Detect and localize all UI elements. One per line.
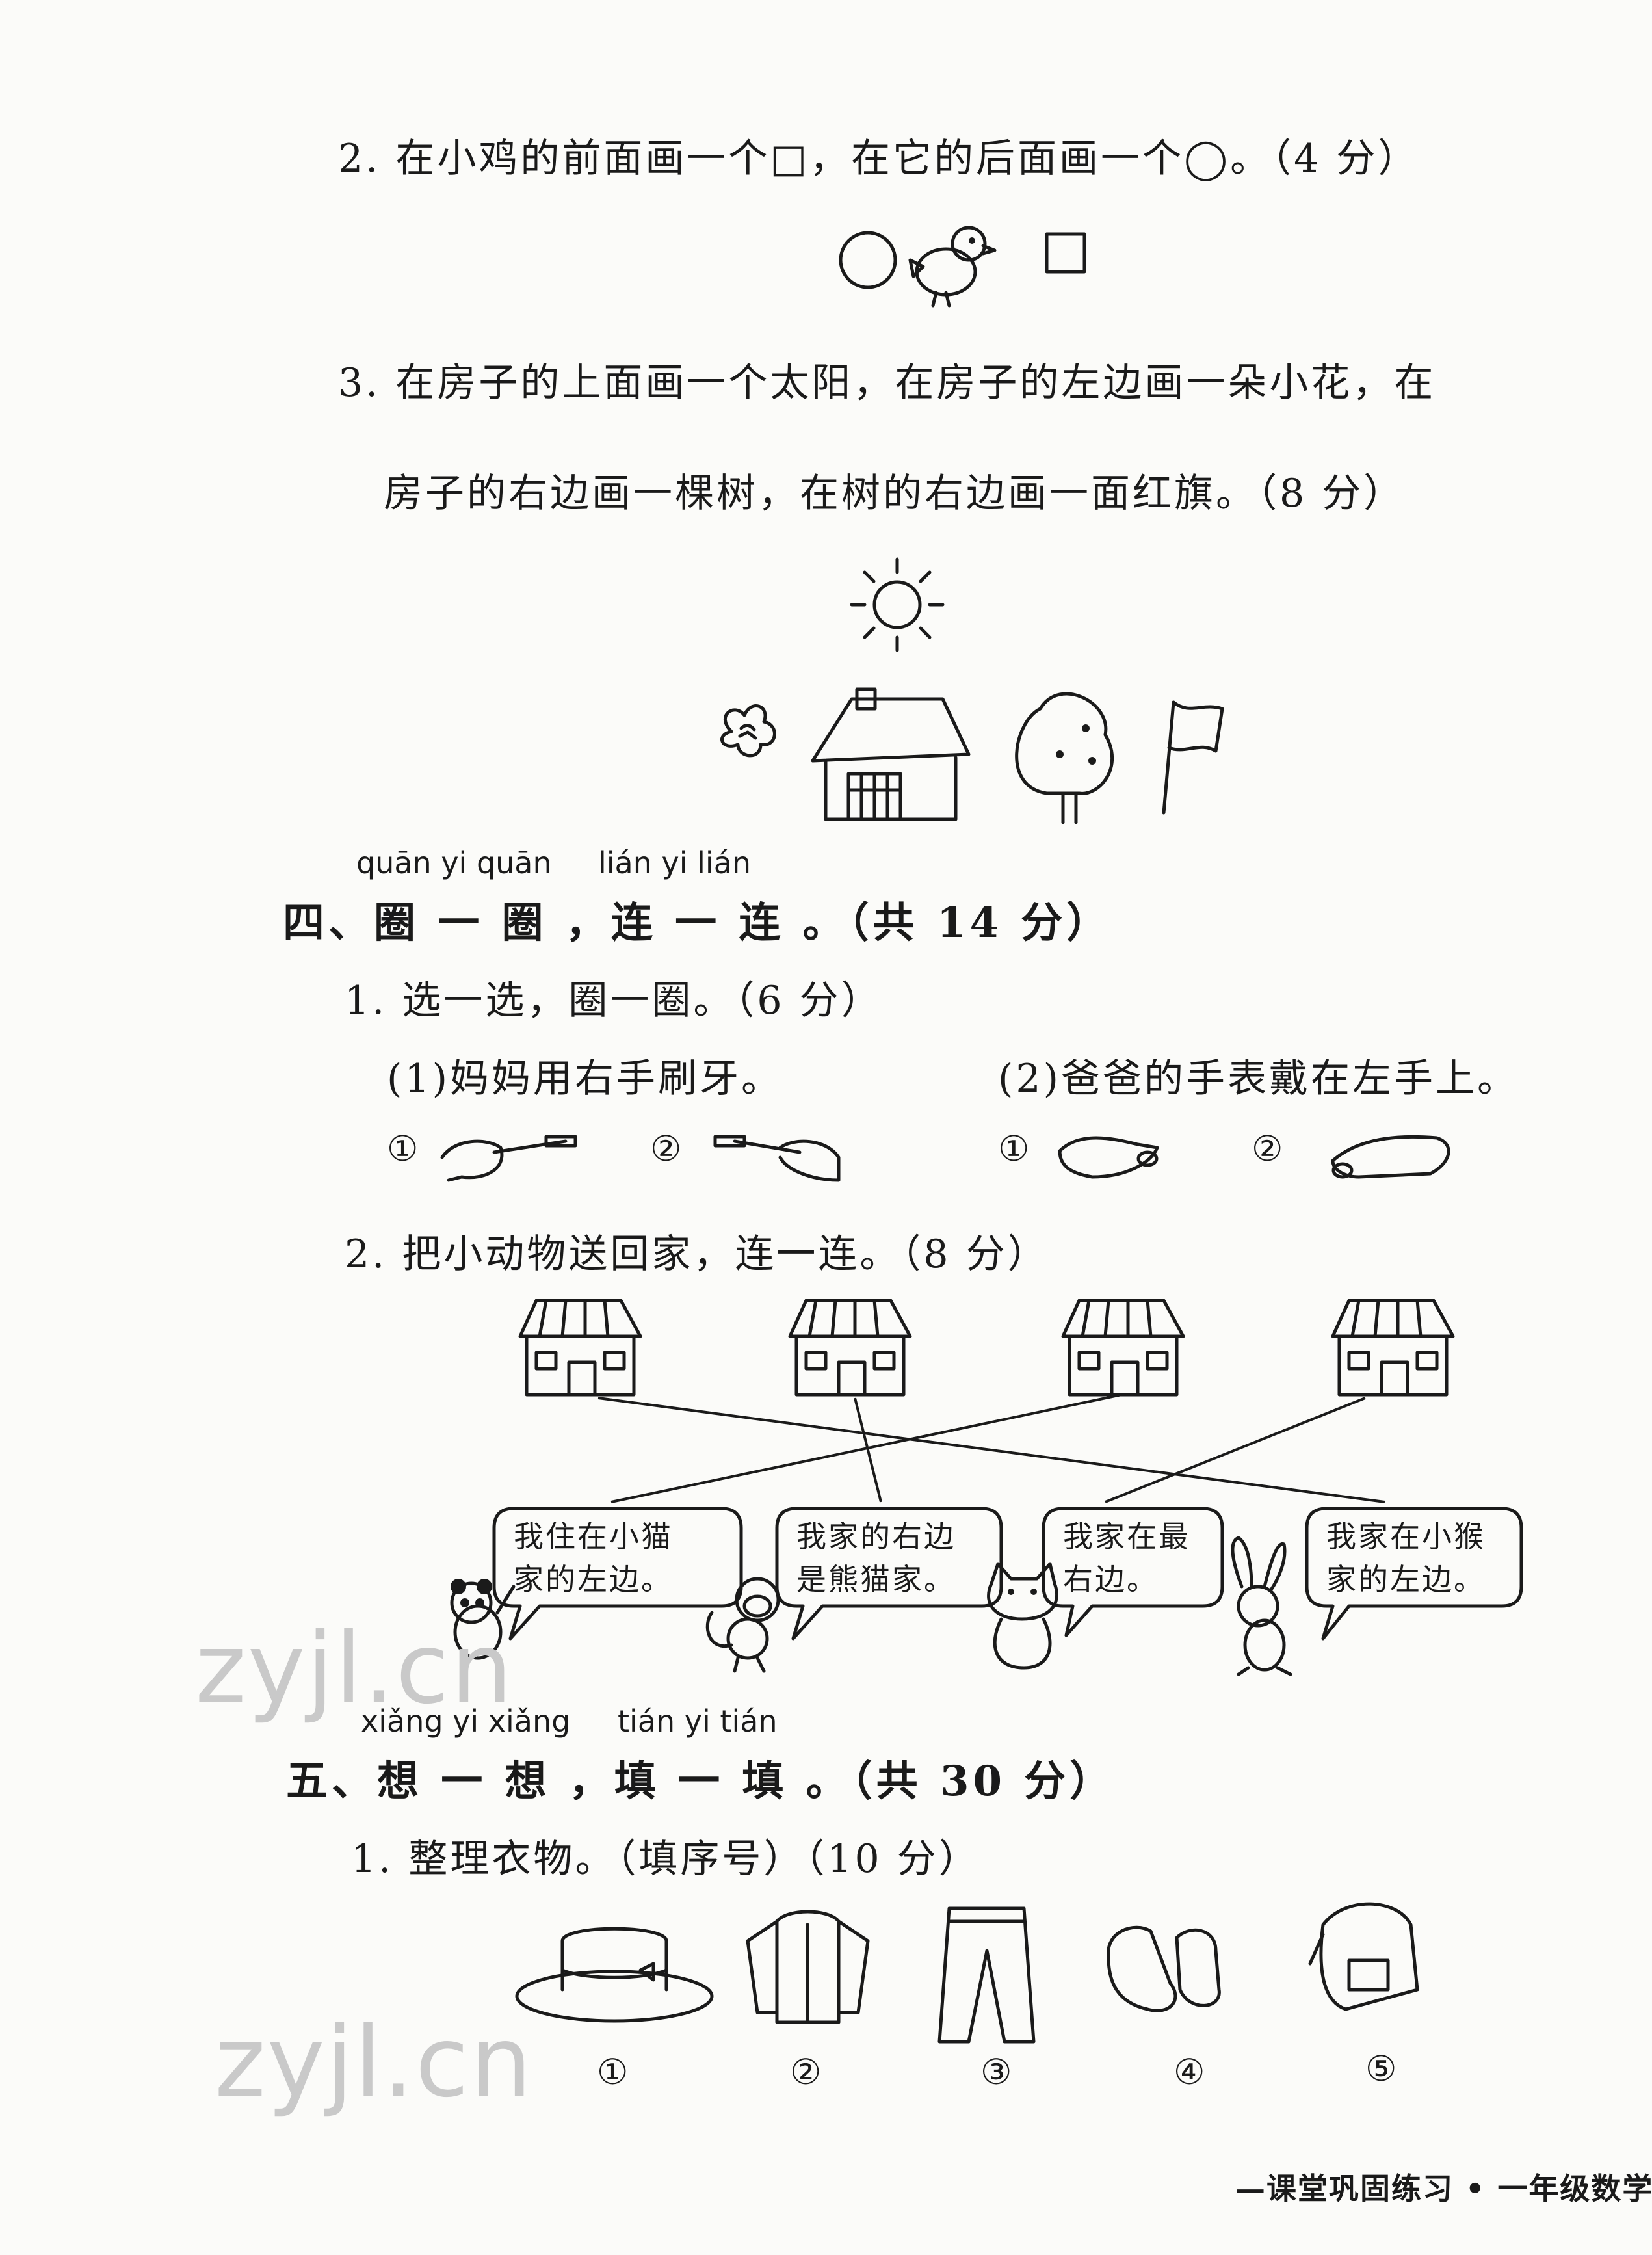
bubble-2-line2: 是熊猫家。	[796, 1562, 956, 1597]
toothbrush-right-hand-icon	[713, 1135, 841, 1182]
scene-figures	[720, 687, 1224, 824]
section4-title: 四、圈 一 圈 ，连 一 连 。（共 14 分）	[283, 899, 1112, 947]
bubble-4-line1: 我家在小猴	[1326, 1519, 1486, 1554]
option-1-left[interactable]: ①	[387, 1128, 419, 1169]
circle-shape	[839, 231, 897, 289]
section4-pinyin2: lián yi lián	[598, 845, 752, 880]
hand-figures	[440, 1135, 1450, 1182]
watermark-2: zyjl.cn	[215, 2006, 534, 2119]
s4-q1-sub2: (2)爸爸的手表戴在左手上。	[998, 1056, 1519, 1101]
sun-icon	[850, 557, 945, 652]
q2-text: 2. 在小鸡的前面画一个□，在它的后面画一个◯。（4 分）	[338, 136, 1420, 181]
shoes-icon	[1107, 1925, 1221, 2012]
toothbrush-left-hand-icon	[440, 1135, 577, 1182]
bubble-1: 我住在小猫 家的左边。	[514, 1515, 673, 1601]
bubble-3: 我家在最 右边。	[1063, 1515, 1190, 1601]
hand-watch-1-icon	[1058, 1136, 1159, 1179]
s5-q1-text: 1. 整理衣物。（填序号）（10 分）	[351, 1836, 980, 1882]
house-2-icon	[788, 1299, 912, 1397]
jacket-icon	[746, 1910, 870, 2024]
s4-q1-sub1: (1)妈妈用右手刷牙。	[387, 1056, 783, 1101]
clothing-label-3: ③	[980, 2051, 1012, 2092]
flag-icon	[1162, 700, 1224, 815]
bubble-3-line1: 我家在最	[1063, 1519, 1190, 1554]
house-icon	[811, 687, 971, 821]
hat-icon	[515, 1927, 714, 2023]
bubble-4-line2: 家的左边。	[1326, 1562, 1486, 1597]
s4-q2-text: 2. 把小动物送回家，连一连。（8 分）	[345, 1232, 1049, 1277]
pants-icon	[937, 1906, 1036, 2044]
bubble-3-line2: 右边。	[1063, 1562, 1159, 1597]
section4-pinyin1: quān yi quān	[356, 845, 552, 880]
flower-icon	[720, 704, 776, 758]
rabbit-icon	[1231, 1536, 1292, 1676]
option-2-right[interactable]: ②	[1252, 1128, 1283, 1169]
tree-icon	[1015, 692, 1114, 824]
q3-line1: 3. 在房子的上面画一个太阳，在房子的左边画一朵小花，在	[338, 360, 1436, 406]
q3-line2: 房子的右边画一棵树，在树的右边画一面红旗。（8 分）	[384, 471, 1406, 516]
house-3-icon	[1061, 1299, 1185, 1397]
bubble-4: 我家在小猴 家的左边。	[1326, 1515, 1486, 1601]
option-2-left[interactable]: ②	[650, 1128, 682, 1169]
watermark-1: zyjl.cn	[195, 1613, 514, 1726]
clothing-label-4: ④	[1173, 2051, 1205, 2092]
bubble-2: 我家的右边 是熊猫家。	[796, 1515, 956, 1601]
section5-title: 五、想 一 想 ，填 一 填 。（共 30 分）	[286, 1757, 1116, 1806]
clothing-label-1: ①	[597, 2051, 629, 2092]
q2-figures	[839, 226, 1086, 308]
house-1-icon	[518, 1299, 642, 1397]
hand-watch-2-icon	[1331, 1135, 1450, 1179]
section5-pinyin1: xiǎng yi xiǎng	[361, 1704, 571, 1739]
square-shape	[1045, 232, 1086, 274]
clothing-label-5: ⑤	[1365, 2048, 1397, 2089]
backpack-icon	[1308, 1902, 1419, 2011]
clothing-label-2: ②	[790, 2051, 822, 2092]
bubble-1-line1: 我住在小猫	[514, 1519, 673, 1554]
monkey-icon	[705, 1577, 780, 1673]
houses-row	[518, 1299, 1455, 1397]
s4-q1-text: 1. 选一选，圈一圈。（6 分）	[345, 978, 883, 1023]
page-footer: —课堂巩固练习 • 一年级数学	[1235, 2171, 1652, 2206]
chick-icon	[908, 226, 997, 308]
option-1-right[interactable]: ①	[998, 1128, 1030, 1169]
bubble-2-line1: 我家的右边	[796, 1519, 956, 1554]
bubble-1-line2: 家的左边。	[514, 1562, 673, 1597]
panda-icon	[450, 1579, 516, 1660]
cat-icon	[987, 1562, 1058, 1670]
section5-pinyin2: tián yi tián	[618, 1704, 778, 1739]
house-4-icon	[1331, 1299, 1455, 1397]
